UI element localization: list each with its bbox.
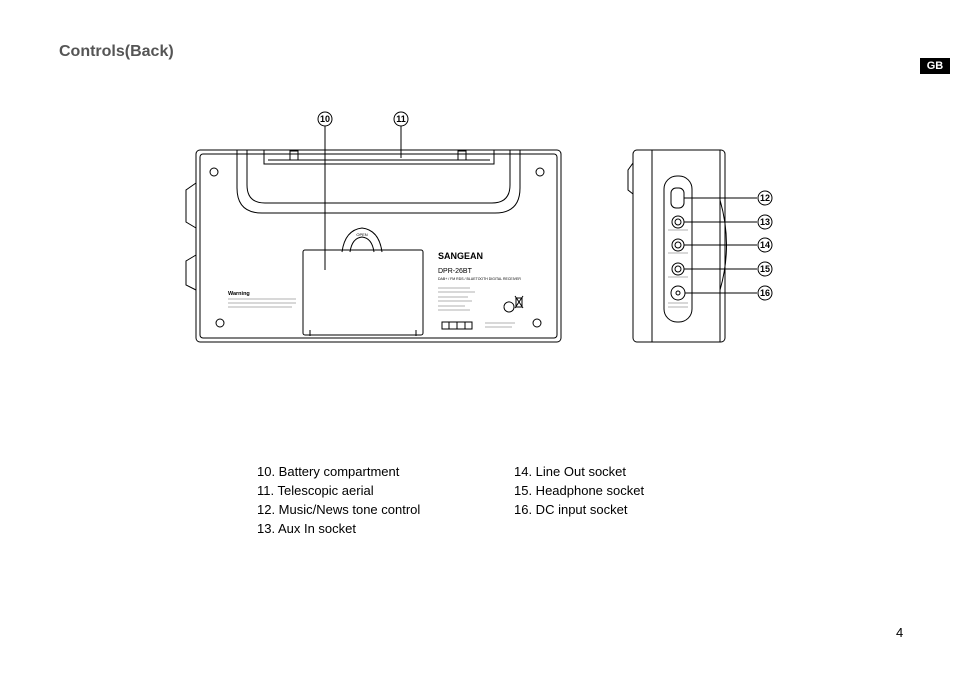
- device-subtitle: DAB+ / FM RDS / BLUETOOTH DIGITAL RECEIV…: [438, 277, 521, 281]
- page-title: Controls(Back): [59, 43, 174, 60]
- line-out-socket: [671, 238, 685, 252]
- callout-12-label: 12: [760, 193, 770, 203]
- callout-15: [757, 261, 773, 277]
- legend-item: 10. Battery compartment: [257, 464, 400, 479]
- callout-11: [393, 111, 409, 127]
- legend-item: 15. Headphone socket: [514, 483, 645, 498]
- aux-in-socket: [671, 215, 685, 229]
- callout-13-label: 13: [760, 217, 770, 227]
- callout-14: [757, 237, 773, 253]
- page-number: 4: [896, 625, 904, 640]
- legend-item: 12. Music/News tone control: [257, 502, 421, 517]
- callout-11-label: 11: [396, 114, 406, 124]
- warning-label: Warning: [228, 291, 250, 297]
- radio-back-body: [195, 149, 562, 343]
- callout-14-label: 14: [760, 240, 770, 250]
- radio-side-body: [632, 149, 726, 343]
- open-label: OPEN: [356, 232, 367, 237]
- device-model: DPR-26BT: [438, 268, 473, 275]
- callout-16-label: 16: [760, 288, 770, 298]
- callout-15-label: 15: [760, 264, 770, 274]
- callout-16: [757, 285, 773, 301]
- callout-13: [757, 214, 773, 230]
- legend-left: 10. Battery compartment 11. Telescopic a…: [257, 462, 420, 538]
- left-side-knob: [185, 182, 197, 229]
- legend-item: 13. Aux In socket: [257, 521, 357, 536]
- language-badge: GB: [920, 58, 950, 74]
- callout-12: [757, 190, 773, 206]
- tone-control-switch: [670, 187, 685, 209]
- legend-item: 16. DC input socket: [514, 502, 628, 517]
- screw: [209, 167, 219, 177]
- battery-compartment: [302, 249, 424, 336]
- socket-panel: [663, 175, 693, 323]
- battery-latch: [341, 227, 383, 253]
- legend-item: 11. Telescopic aerial: [257, 483, 374, 498]
- headphone-socket: [671, 262, 685, 276]
- device-brand: SANGEAN: [438, 251, 483, 261]
- handle-recess: [236, 150, 521, 214]
- callout-10-label: 10: [320, 114, 330, 124]
- callout-10: [317, 111, 333, 127]
- dc-input-socket: [670, 285, 686, 301]
- legend-item: 14. Line Out socket: [514, 464, 627, 479]
- legend-right: 14. Line Out socket 15. Headphone socket…: [514, 462, 644, 519]
